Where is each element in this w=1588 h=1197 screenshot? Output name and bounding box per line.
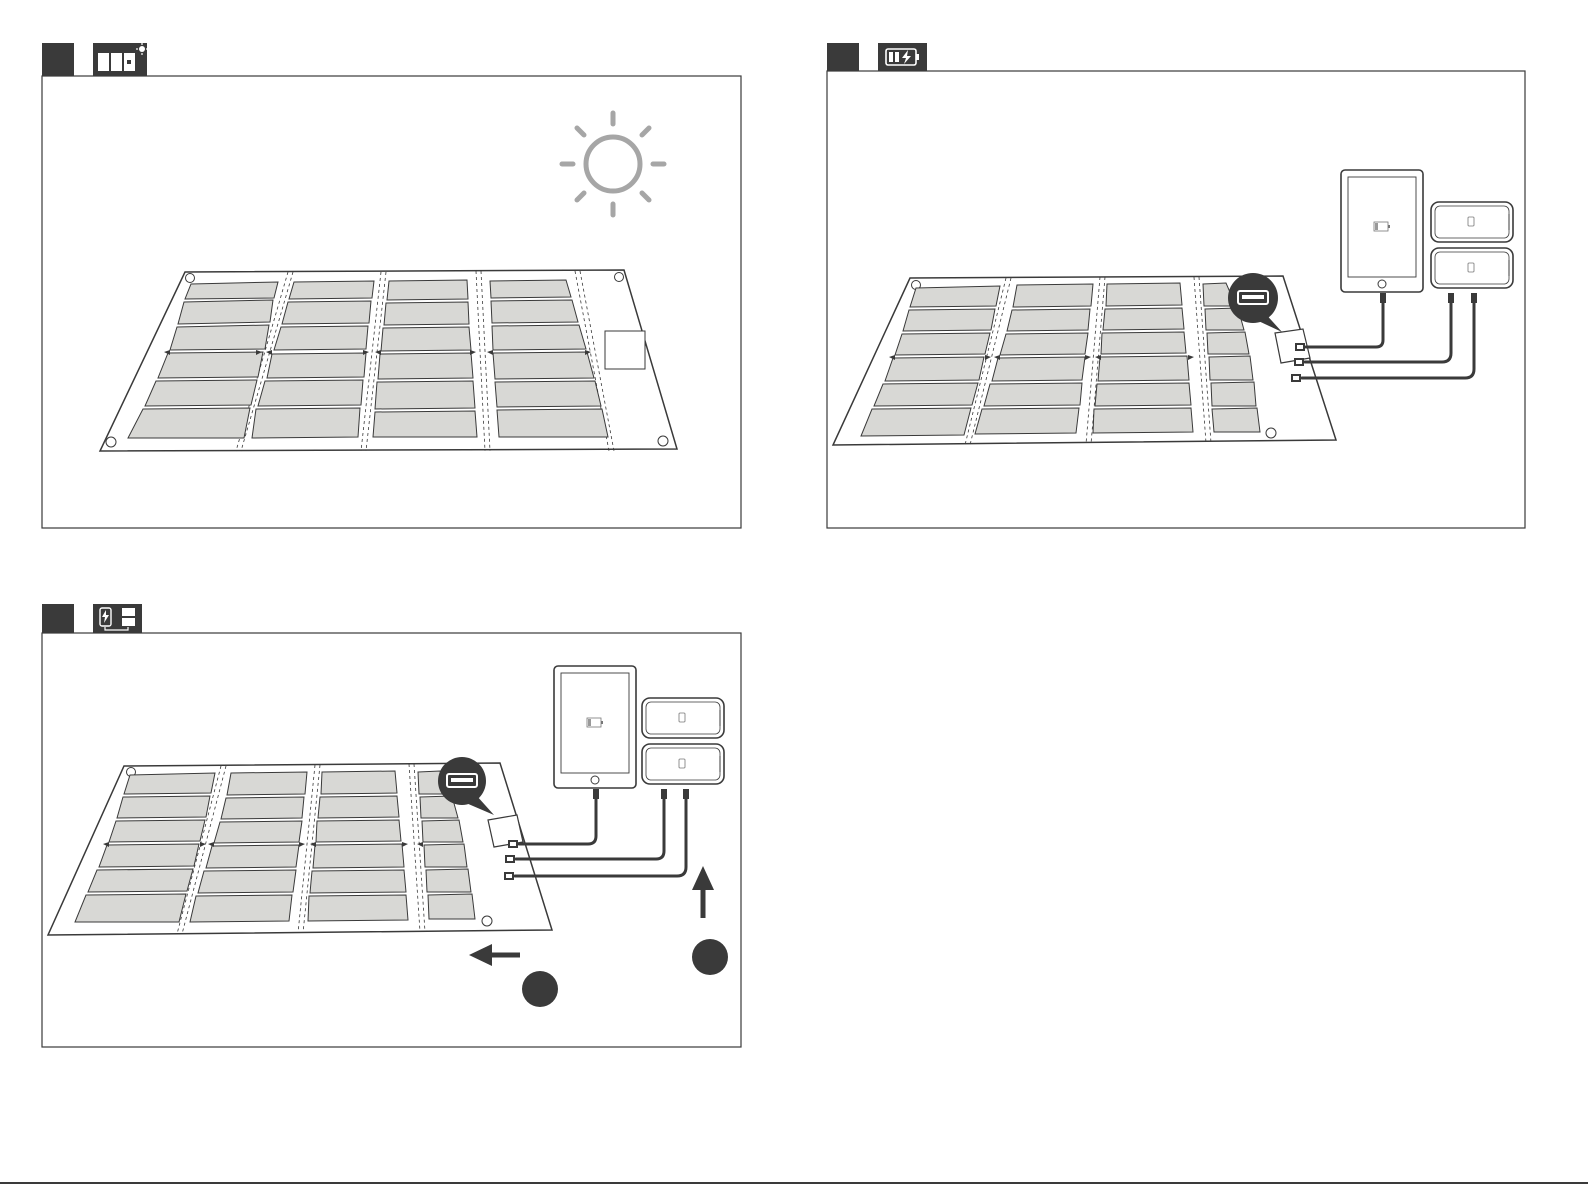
charging-cables-3 <box>515 798 686 876</box>
step-badge-1 <box>42 43 74 76</box>
phone-bottom <box>1431 248 1513 288</box>
panel-3 <box>42 604 741 1047</box>
step-marker-b <box>692 939 728 975</box>
tablet-device <box>1341 170 1423 292</box>
panel-2 <box>827 43 1525 528</box>
page-bottom-rule <box>0 1182 1588 1184</box>
solar-panel <box>100 270 677 451</box>
panel-1 <box>42 43 741 528</box>
step-badge-3 <box>42 604 74 633</box>
phone-bottom-3 <box>642 744 724 784</box>
arrow-up-icon <box>692 866 714 918</box>
phone-top <box>1431 202 1513 242</box>
step-marker-a <box>522 971 558 1007</box>
charging-cables <box>1302 302 1474 378</box>
tablet-device-3 <box>554 666 636 788</box>
arrow-left-icon <box>469 944 520 966</box>
sun-icon <box>562 113 664 215</box>
solar-sun-icon <box>93 43 148 76</box>
phone-top-3 <box>642 698 724 738</box>
battery-charging-icon <box>878 43 927 71</box>
step-badge-2 <box>827 43 859 71</box>
phone-to-panel-icon <box>93 604 142 633</box>
